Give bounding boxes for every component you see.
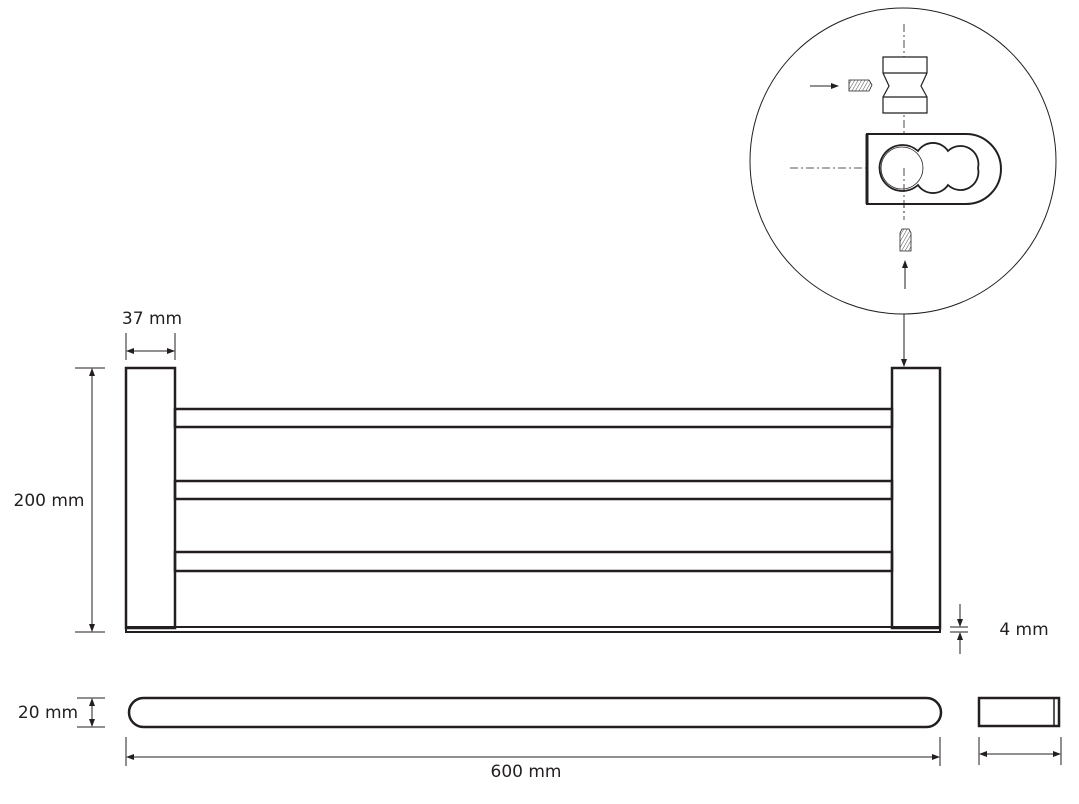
dim-depth: 20 mm [18,703,78,723]
dim-height: 200 mm [14,491,85,511]
bracket-body [866,133,1002,205]
connector-nut [882,56,928,114]
base-plate [125,626,941,633]
bracket-slots [878,142,980,194]
bar-1 [173,407,894,429]
front-view [124,366,942,633]
set-screw-horizontal [848,79,873,92]
dim-post-width: 37 mm [122,309,182,329]
set-screw-vertical [899,228,912,252]
right-post [890,366,942,630]
detail-circle [749,7,1057,315]
side-view [977,696,1061,728]
dim-plate-thickness: 4 mm [999,620,1048,640]
bar-2 [173,479,894,501]
bar-3 [173,550,894,573]
dim-length: 600 mm [491,762,562,782]
top-view-plate [127,696,943,729]
detail-view [749,7,1057,367]
dimension-lines [75,333,1062,766]
left-post [124,366,177,630]
